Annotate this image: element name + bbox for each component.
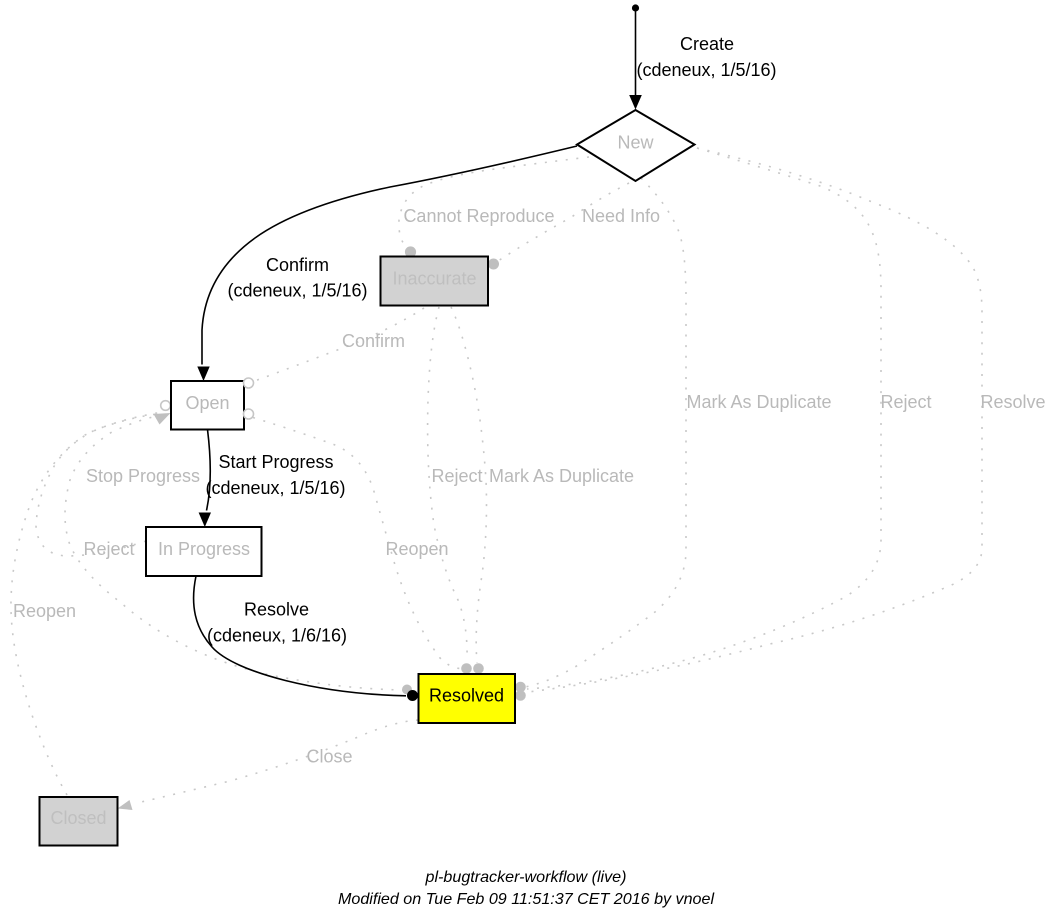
svg-text:Reject: Reject [431, 466, 482, 486]
svg-text:Reject: Reject [83, 539, 134, 559]
svg-text:(cdeneux, 1/5/16): (cdeneux, 1/5/16) [205, 478, 345, 498]
svg-text:(cdeneux, 1/5/16): (cdeneux, 1/5/16) [636, 60, 776, 80]
svg-text:Resolve: Resolve [244, 600, 309, 620]
svg-text:Resolve: Resolve [980, 392, 1045, 412]
svg-text:Reopen: Reopen [385, 539, 448, 559]
svg-text:In Progress: In Progress [158, 539, 250, 559]
svg-text:(cdeneux, 1/6/16): (cdeneux, 1/6/16) [207, 626, 347, 646]
svg-text:Mark As Duplicate: Mark As Duplicate [489, 466, 634, 486]
svg-text:Modified on Tue Feb 09 11:51:3: Modified on Tue Feb 09 11:51:37 CET 2016… [338, 890, 714, 908]
svg-text:Open: Open [185, 393, 229, 413]
svg-text:Cannot Reproduce: Cannot Reproduce [403, 206, 554, 226]
svg-text:Reopen: Reopen [13, 601, 76, 621]
svg-text:Closed: Closed [50, 808, 106, 828]
svg-text:Confirm: Confirm [266, 255, 329, 275]
svg-text:Need Info: Need Info [582, 206, 660, 226]
svg-text:Start Progress: Start Progress [218, 452, 333, 472]
svg-text:Inaccurate: Inaccurate [392, 269, 476, 289]
svg-text:Stop Progress: Stop Progress [86, 466, 200, 486]
svg-text:Create: Create [680, 34, 734, 54]
svg-text:Close: Close [306, 747, 352, 767]
svg-text:Resolved: Resolved [429, 686, 504, 706]
svg-text:Mark As Duplicate: Mark As Duplicate [686, 392, 831, 412]
svg-text:Confirm: Confirm [342, 331, 405, 351]
svg-text:(cdeneux, 1/5/16): (cdeneux, 1/5/16) [227, 281, 367, 301]
svg-text:pl-bugtracker-workflow (live): pl-bugtracker-workflow (live) [425, 868, 627, 886]
svg-text:New: New [617, 133, 654, 153]
svg-text:Reject: Reject [880, 392, 931, 412]
